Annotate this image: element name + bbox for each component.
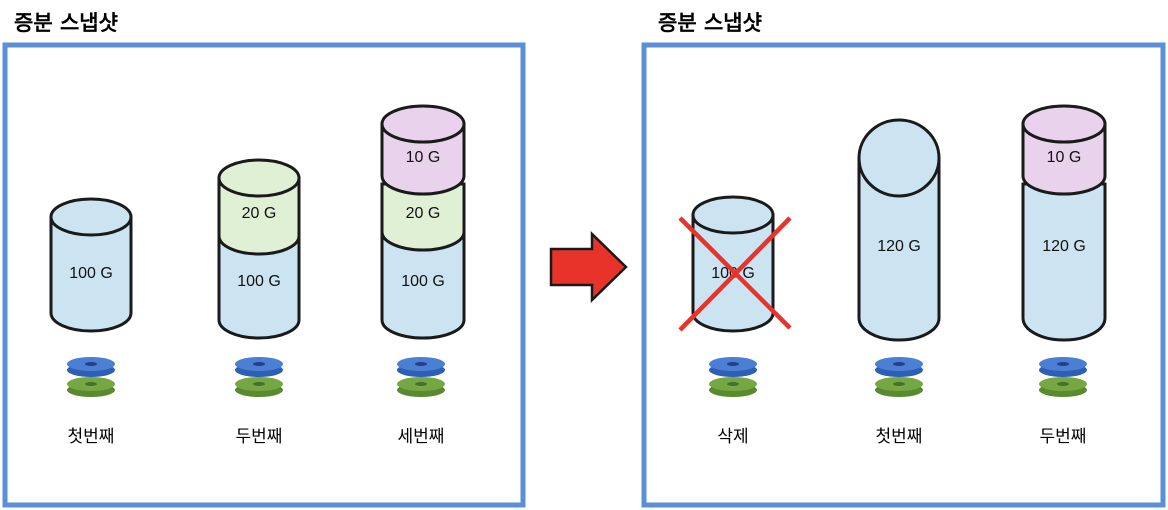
volume-cylinder-top [691, 195, 775, 235]
left-snapshot-2: 20 G 100 G 두번째 [217, 158, 301, 447]
volume-cylinder-body [49, 215, 133, 333]
disk-icon [397, 357, 445, 397]
snapshot-caption: 삭제 [717, 427, 748, 447]
volume-cylinder-top [217, 158, 301, 198]
snapshot-caption: 첫번째 [876, 427, 923, 447]
volume-cylinder-top [49, 197, 133, 237]
disk-icon [1039, 357, 1087, 397]
snapshot-caption: 두번째 [1040, 427, 1087, 447]
snapshot-caption: 세번째 [398, 427, 445, 447]
segment-label: 100 G [401, 273, 445, 290]
segment-label: 10 G [1047, 149, 1082, 166]
snapshot-caption: 두번째 [236, 427, 283, 447]
left-panel-title: 증분 스냅샷 [14, 11, 118, 35]
volume-cylinder-body [1021, 182, 1107, 342]
left-snapshot-1: 100 G 첫번째 [49, 197, 133, 447]
segment-label: 20 G [242, 205, 277, 222]
segment-label: 100 G [237, 273, 281, 290]
left-snapshot-3: 10 G 20 G 100 G 세번째 [380, 104, 466, 447]
snapshot-caption: 첫번째 [68, 427, 115, 447]
segment-label: 10 G [406, 149, 441, 166]
segment-label: 120 G [877, 238, 921, 255]
delete-cross-icon [678, 216, 792, 332]
disk-icon [709, 357, 757, 397]
volume-cylinder-body [857, 156, 941, 342]
left-panel-frame [2, 42, 526, 508]
segment-label: 20 G [406, 205, 441, 222]
right-snapshot-deleted: 100 G 삭제 [678, 195, 792, 447]
right-snapshot-1: 120 G 첫번째 [857, 118, 941, 447]
increment-segment [380, 182, 466, 252]
increment-segment [1021, 122, 1107, 196]
segment-label: 100 G [69, 265, 113, 282]
volume-cylinder-body [217, 234, 301, 340]
increment-segment [217, 176, 301, 256]
right-panel-frame [641, 42, 1166, 508]
disk-icon [875, 357, 923, 397]
volume-cylinder-body [380, 230, 466, 340]
disk-icon [235, 357, 283, 397]
volume-cylinder-top [857, 118, 941, 198]
right-arrow-icon [549, 231, 628, 303]
right-snapshot-2: 10 G 120 G 두번째 [1021, 104, 1107, 447]
segment-label: 120 G [1042, 238, 1086, 255]
volume-cylinder-top [1021, 104, 1107, 144]
increment-segment [380, 122, 466, 196]
volume-cylinder-top [380, 104, 466, 144]
right-panel-title: 증분 스냅샷 [658, 11, 762, 35]
disk-icon [67, 357, 115, 397]
